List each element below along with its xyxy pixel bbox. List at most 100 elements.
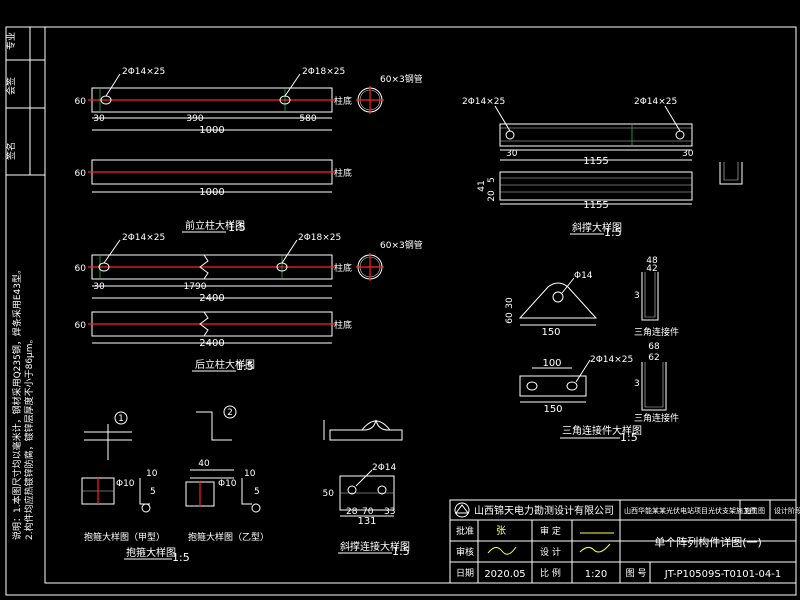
triangle-angle-b-inner: 62 <box>648 353 659 363</box>
brace-total-lower: 1155 <box>583 200 608 211</box>
row-label-3: 日期 <box>456 568 474 579</box>
rear-post-lower-height: 60 <box>75 321 87 331</box>
triangle-title: 三角连接件大样图 <box>562 424 642 437</box>
front-post-dim-1: 30 <box>93 114 105 124</box>
brace-bar-upper <box>499 123 693 147</box>
company-logo <box>454 502 470 518</box>
brace-view: 2Φ14×25 2Φ14×25 30 30 1155 41 20 5 1155 … <box>462 97 743 239</box>
triangle-angle-a-caption: 三角连接件 <box>634 326 679 338</box>
clamp-marker-1 <box>114 411 128 425</box>
brace-connector-b: 70 <box>362 507 374 517</box>
triangle-angle-a-side: 3 <box>634 291 640 301</box>
triangle-angle-b-caption: 三角连接件 <box>634 412 679 424</box>
triangle-angle-b-side: 3 <box>634 379 640 389</box>
brace-hole-left-label: 2Φ14×25 <box>462 97 505 107</box>
strip-label-1: 专业 <box>5 32 17 50</box>
signature-1 <box>487 546 517 555</box>
brace-side-dim-3: 5 <box>487 177 497 183</box>
front-post-lower-height: 60 <box>75 169 87 179</box>
brace-channel-section <box>719 162 743 185</box>
clamp-title: 抱箍大样图 <box>126 546 176 559</box>
brace-hole-right-label: 2Φ14×25 <box>634 97 677 107</box>
front-post-pipe-label: 60×3钢管 <box>380 73 423 85</box>
clamp-right-dim-1: 40 <box>198 459 210 469</box>
clamp-left-dim-1: 10 <box>146 469 158 479</box>
rear-post-title: 后立柱大样图 <box>195 358 255 371</box>
triangle-plate-r: 30 <box>505 297 515 309</box>
front-post-scale: 1:5 <box>228 221 246 234</box>
front-post-dim-3: 580 <box>299 114 316 124</box>
brace-connector-profile <box>329 419 403 441</box>
brace-connector-hole: 2Φ14 <box>372 463 397 473</box>
triangle-bar-spacing: 100 <box>542 358 561 369</box>
rear-post-scale: 1:5 <box>236 360 254 373</box>
clamp-marker-2-text: 2 <box>227 408 233 418</box>
rear-post-total: 2400 <box>199 293 224 304</box>
front-post-height: 60 <box>75 97 87 107</box>
strip-label-2: 会签 <box>5 77 17 95</box>
rear-post-lower-total: 2400 <box>199 338 224 349</box>
title-block: 山西锦天电力勘测设计有限公司 山西华能某某光伏电站项目光伏支架施工图 施工图 设… <box>449 499 800 584</box>
brace-dim-left: 30 <box>506 149 518 159</box>
drawing-no-label: 图 号 <box>626 568 647 579</box>
triangle-bar-hole-label: 2Φ14×25 <box>590 355 633 365</box>
triangle-angle-a-inner: 42 <box>646 264 657 274</box>
front-post-end-tag: 柱底 <box>334 95 352 107</box>
triangle-angle-b-top: 68 <box>648 342 660 352</box>
triangle-scale: 1:5 <box>620 431 638 444</box>
brace-bar-lower <box>499 171 693 201</box>
triangle-angle-a <box>641 272 659 321</box>
clamp-scale: 1:5 <box>172 551 190 564</box>
note-1: 说明：1.本图尺寸均以毫米计，钢材采用Q235钢，焊条采用E43型。 <box>11 265 23 540</box>
brace-dim-right: 30 <box>682 149 694 159</box>
clamp-marker-1-text: 1 <box>118 414 124 424</box>
clamp-right-dim-4: Φ10 <box>218 479 237 489</box>
triangle-plate-hole-label: Φ14 <box>574 271 593 281</box>
note-2: 2.构件均应热镀锌防腐，镀锌层厚度不小于86μm。 <box>23 334 35 540</box>
drawing-no: JT-P10509S-T0101-04-1 <box>664 569 782 580</box>
row-label-2: 审核 <box>456 546 474 558</box>
front-post-title: 前立柱大样图 <box>185 219 245 232</box>
row-label2-3: 比 例 <box>540 567 561 579</box>
brace-connector-h: 50 <box>323 489 335 499</box>
brace-hole-left <box>505 130 515 140</box>
rear-post-dim-1: 30 <box>93 282 105 292</box>
clamp-view: 1 10 5 Φ10 抱箍大样图（甲型） 2 40 10 5 Φ10 抱箍大样图… <box>81 405 269 564</box>
left-strip: 专业 会签 签名 <box>5 27 45 176</box>
brace-side-dim-1: 41 <box>477 180 487 191</box>
clamp-right-dim-3: 5 <box>254 487 260 497</box>
company-name: 山西锦天电力勘测设计有限公司 <box>474 504 614 517</box>
rear-post-hole-left-label: 2Φ14×25 <box>122 233 165 243</box>
brace-hole-right <box>675 130 685 140</box>
triangle-plate-w: 150 <box>541 327 560 338</box>
front-post-view: 2Φ14×25 2Φ18×25 60 柱底 30 390 580 1000 60… <box>75 67 423 234</box>
strip-label-3: 签名 <box>5 142 17 160</box>
clamp-right-dim-2: 10 <box>244 469 256 479</box>
stage: 施工图 <box>744 506 765 515</box>
brace-connector-w: 131 <box>357 516 376 527</box>
rear-post-end-tag: 柱底 <box>334 262 352 274</box>
triangle-plate <box>518 282 598 319</box>
front-post-hole-left-label: 2Φ14×25 <box>122 67 165 77</box>
clamp-left-dim-2: 5 <box>150 487 156 497</box>
clamp-left-dim-3: Φ10 <box>116 479 135 489</box>
clamp-marker-2 <box>223 405 237 419</box>
brace-side-dim-2: 20 <box>487 190 497 202</box>
rear-post-pipe-label: 60×3钢管 <box>380 239 423 251</box>
scale: 1:20 <box>585 569 607 580</box>
clamp-right-caption: 抱箍大样图（乙型） <box>188 531 269 543</box>
rear-post-height: 60 <box>75 264 87 274</box>
brace-connector-a: 28 <box>346 507 358 517</box>
triangle-plate-h: 60 <box>505 312 515 324</box>
signature-2 <box>579 543 611 553</box>
triangle-angle-a-top: 48 <box>646 256 658 266</box>
rear-post-lower-end-tag: 柱底 <box>334 319 352 331</box>
brace-title: 斜撑大样图 <box>572 221 622 234</box>
stage-extra: 设计阶段 <box>774 506 800 515</box>
row-label2-2: 设 计 <box>540 546 561 558</box>
inner-border <box>44 26 797 584</box>
front-post-lower-end-tag: 柱底 <box>334 167 352 179</box>
rear-post-dim-2: 1790 <box>184 282 207 292</box>
brace-connector-c: 33 <box>384 507 395 517</box>
